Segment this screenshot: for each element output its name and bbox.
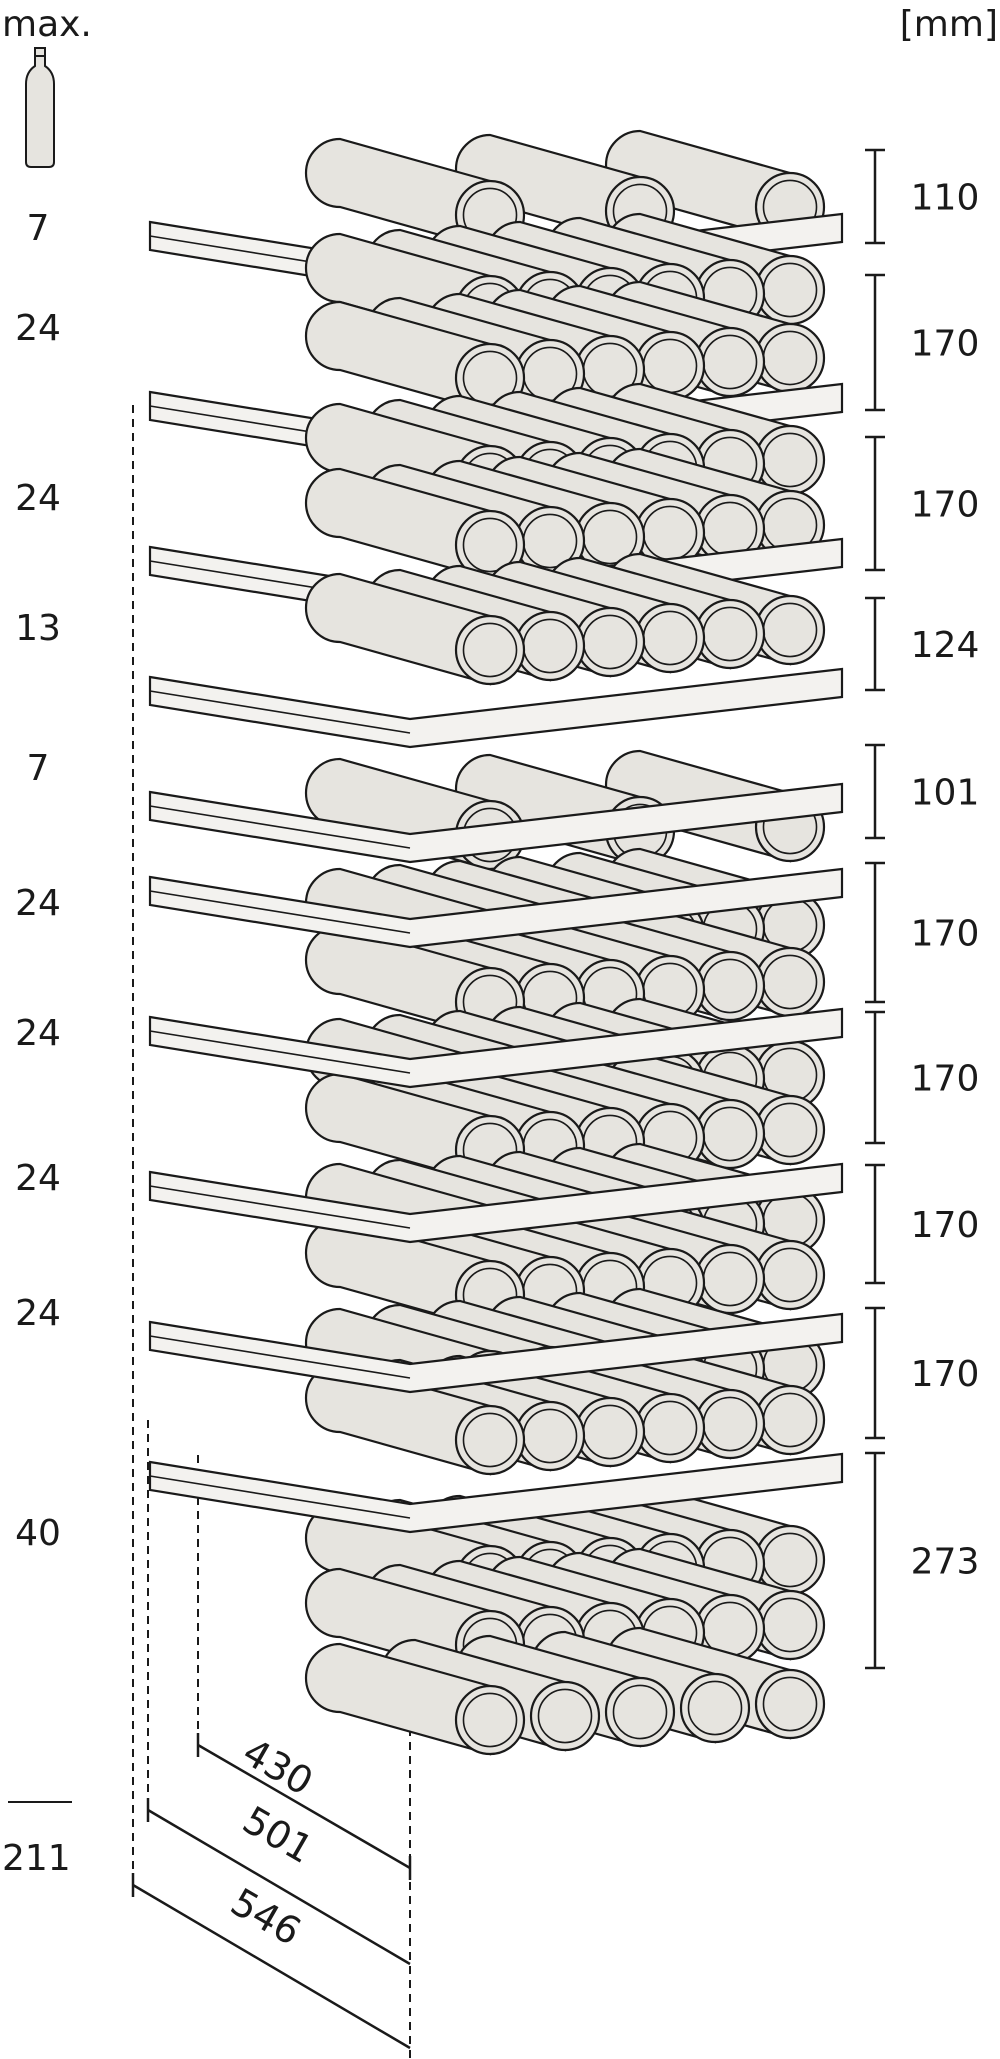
shelf-labels: 7 24 24 13 7 24 24 24 24 40 — [15, 208, 61, 1554]
depth-label-430: 430 — [236, 1730, 321, 1804]
depth-line-546 — [132, 1883, 411, 2050]
height-dim-8 — [865, 1163, 885, 1285]
shelf-height-10: 273 — [911, 1542, 980, 1583]
shelf-8 — [148, 1162, 844, 1244]
shelf-bottles-8: 24 — [15, 1158, 61, 1199]
shelf-height-2: 170 — [911, 324, 980, 365]
height-dim-4 — [865, 596, 885, 692]
shelf-bottles-10: 40 — [15, 1513, 61, 1554]
bottle-shelf3-row2-1 — [304, 467, 526, 581]
total-bottles: 211 — [2, 1838, 71, 1879]
cabinet-dashed-outline — [132, 405, 411, 2059]
shelf-bottles-1: 7 — [27, 208, 50, 249]
height-dim-6 — [865, 861, 885, 1004]
depth-line-430 — [197, 1743, 411, 1870]
shelf-bottles-2: 24 — [15, 308, 61, 349]
max-label: max. — [2, 4, 92, 45]
shelf-6 — [148, 867, 844, 949]
shelf-9 — [148, 1312, 844, 1394]
shelf-10 — [148, 1452, 844, 1534]
shelf-bottles-6: 24 — [15, 883, 61, 924]
bottle-rack — [148, 129, 844, 1756]
shelf-height-1: 110 — [911, 178, 980, 219]
shelf-bottles-9: 24 — [15, 1293, 61, 1334]
shelf-4 — [148, 667, 844, 749]
height-dim-7 — [865, 1010, 885, 1145]
height-dim-9 — [865, 1306, 885, 1440]
shelf-height-4: 124 — [911, 625, 980, 666]
height-dim-5 — [865, 743, 885, 840]
wine-bottle-icon — [25, 47, 55, 168]
depth-dimensions — [131, 1733, 412, 2050]
height-dimensions: 110 170 170 124 101 170 170 170 170 273 — [865, 148, 980, 1670]
shelf-height-9: 170 — [911, 1354, 980, 1395]
height-dim-3 — [865, 435, 885, 572]
shelf-height-8: 170 — [911, 1205, 980, 1246]
shelf-height-6: 170 — [911, 914, 980, 955]
shelf-height-7: 170 — [911, 1059, 980, 1100]
bottle-shelf10-row3-1 — [304, 1642, 526, 1756]
shelf-height-5: 101 — [911, 773, 980, 814]
shelf-bottles-5: 7 — [27, 748, 50, 789]
depth-label-546: 546 — [224, 1880, 309, 1954]
height-dim-2 — [865, 273, 885, 412]
shelf-bottles-7: 24 — [15, 1013, 61, 1054]
shelf-5 — [148, 782, 844, 864]
shelf-7 — [148, 1007, 844, 1089]
unit-label: [mm] — [900, 4, 998, 45]
shelf-bottles-4: 13 — [15, 608, 61, 649]
bottle-shelf4-row1-1 — [304, 572, 526, 686]
height-dim-1 — [865, 148, 885, 245]
shelf-height-3: 170 — [911, 485, 980, 526]
shelf-bottles-3: 24 — [15, 478, 61, 519]
depth-line-501 — [147, 1808, 411, 1966]
height-dim-10 — [865, 1451, 885, 1670]
